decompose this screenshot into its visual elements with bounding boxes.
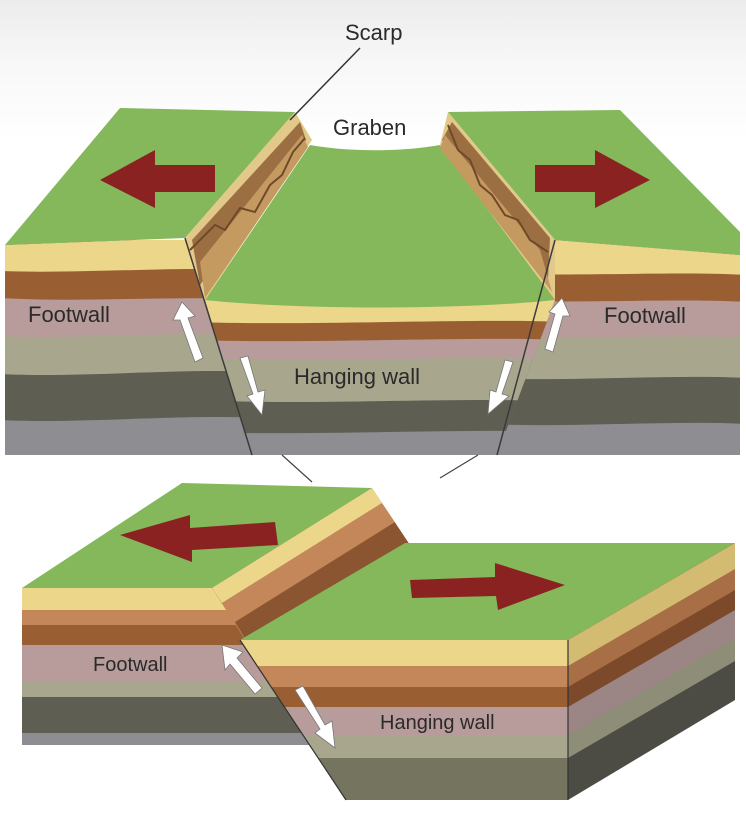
left-extension-arrow — [100, 150, 215, 208]
hanging-wall-extension-arrow — [410, 563, 565, 610]
hanging-wall-front — [205, 300, 555, 455]
footwall-up-arrow — [221, 644, 263, 695]
hanging-wall-side — [568, 543, 735, 800]
footwall-right-label: Footwall — [604, 303, 686, 328]
right-hanging-wall-down-arrow — [487, 359, 514, 415]
footwall-left-label: Footwall — [28, 302, 110, 327]
graben-block: Scarp Graben Footwall Footwall Hanging w… — [5, 20, 740, 483]
hanging-wall-front — [240, 640, 568, 800]
right-fault-line — [496, 239, 556, 456]
right-scarp-face — [440, 112, 555, 300]
hanging-wall-label: Hanging wall — [294, 364, 420, 389]
footwall-extension-arrow — [120, 515, 278, 562]
normal-fault-hanging-wall-label: Hanging wall — [380, 712, 495, 734]
left-fault-line — [184, 237, 253, 456]
left-scarp-face — [185, 112, 312, 300]
footwall-label: Footwall — [93, 654, 167, 676]
normal-fault-block: Footwall Hanging wall — [22, 483, 735, 801]
fault-plane-line — [239, 639, 347, 801]
graben-floor — [205, 145, 555, 308]
scarp-label: Scarp — [345, 20, 402, 45]
scarp-leader-line — [289, 47, 361, 121]
connector-line-right — [439, 454, 479, 479]
right-extension-arrow — [535, 150, 650, 208]
right-footwall-up-arrow — [544, 297, 571, 353]
left-footwall-up-arrow — [172, 301, 204, 363]
graben-label: Graben — [333, 115, 406, 140]
left-hanging-wall-down-arrow — [239, 355, 266, 417]
hanging-wall-down-arrow — [294, 685, 336, 749]
connector-line-left — [281, 454, 313, 483]
